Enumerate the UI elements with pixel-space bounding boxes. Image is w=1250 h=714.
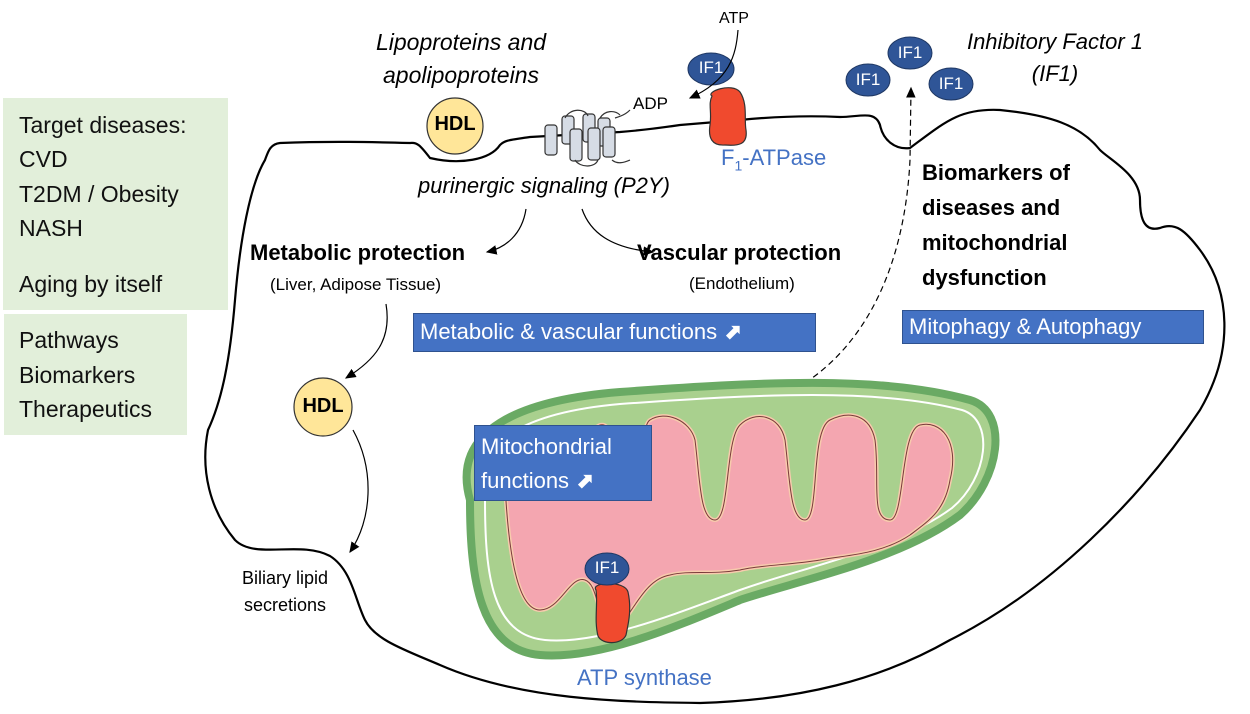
metabolic-vascular-functions-box: Metabolic & vascular functions ⬈ xyxy=(413,313,816,352)
disease-t2dm-obesity: T2DM / Obesity xyxy=(19,181,179,207)
lipoproteins-line1: Lipoproteins and xyxy=(375,29,547,55)
biliary-label: Biliary lipid secretions xyxy=(220,565,350,619)
f1-atpase-icon xyxy=(708,87,747,146)
if1-free-1-label: IF1 xyxy=(855,70,881,89)
topic-pathways: Pathways xyxy=(19,327,119,353)
lipoproteins-label: Lipoproteins and apolipoproteins xyxy=(356,26,566,92)
biomarkers-line1: Biomarkers of xyxy=(922,160,1070,185)
biomarkers-line4: dysfunction xyxy=(922,265,1047,290)
inhibitory-line2: (IF1) xyxy=(1031,61,1079,86)
if1-free-3-label: IF1 xyxy=(938,74,964,93)
topics-box: Pathways Biomarkers Therapeutics xyxy=(4,314,187,435)
p2y-receptor-icon xyxy=(544,109,631,167)
if1-free-1-icon xyxy=(845,63,891,97)
biomarkers-label: Biomarkers of diseases and mitochondrial… xyxy=(922,155,1070,295)
if1-free-2-icon xyxy=(887,36,933,70)
arrow-to-vascular xyxy=(581,208,655,256)
topic-biomarkers: Biomarkers xyxy=(19,362,136,388)
disease-cvd: CVD xyxy=(19,146,68,172)
mitochondrial-functions-box: Mitochondrial functions ⬈ xyxy=(474,425,652,501)
hdl-inner-label: HDL xyxy=(302,395,344,417)
increase-arrow-icon: ⬈ xyxy=(723,319,742,344)
mitochondrion-icon xyxy=(462,378,1000,660)
vascular-protection-label: Vascular protection xyxy=(637,240,842,265)
metabolic-vascular-functions-label: Metabolic & vascular functions xyxy=(420,319,718,344)
purinergic-label: purinergic signaling (P2Y) xyxy=(418,173,670,198)
f1-atpase-rest: -ATPase xyxy=(742,145,827,170)
inhibitory-line1: Inhibitory Factor 1 xyxy=(966,29,1144,54)
f1-atpase-main: F xyxy=(721,145,735,170)
adp-label: ADP xyxy=(633,94,668,113)
atp-synthase-label: ATP synthase xyxy=(577,665,712,690)
arrow-to-biliary xyxy=(349,429,369,553)
biomarkers-line2: diseases and xyxy=(922,195,1061,220)
if1-membrane-label: IF1 xyxy=(698,58,724,77)
hdl-particle-inner xyxy=(293,377,353,437)
atp-adp-arrow xyxy=(688,29,739,99)
biliary-line2: secretions xyxy=(243,595,327,615)
metabolic-protection-label: Metabolic protection xyxy=(250,240,466,265)
inhibitory-factor-label: Inhibitory Factor 1 (IF1) xyxy=(940,26,1170,90)
mito-functions-line1: Mitochondrial xyxy=(481,434,612,459)
topic-therapeutics: Therapeutics xyxy=(19,396,152,422)
f1-atpase-label: F1-ATPase xyxy=(721,145,826,173)
if1-free-3-icon xyxy=(928,67,974,101)
target-diseases-heading: Target diseases: xyxy=(19,112,187,138)
lipoproteins-line2: apolipoproteins xyxy=(382,62,539,88)
disease-nash: NASH xyxy=(19,215,83,241)
mito-functions-line2: functions xyxy=(481,468,570,493)
mito-increase-arrow-icon: ⬈ xyxy=(575,468,594,493)
mitophagy-autophagy-box: Mitophagy & Autophagy xyxy=(902,310,1204,344)
if1-release-dashed-arrow xyxy=(804,86,916,384)
aging-by-itself: Aging by itself xyxy=(19,271,163,297)
metabolic-protection-sub: (Liver, Adipose Tissue) xyxy=(270,275,442,294)
vascular-protection-sub: (Endothelium) xyxy=(689,274,795,293)
f1-atpase-sub: 1 xyxy=(734,157,743,174)
if1-mito-label: IF1 xyxy=(594,558,620,577)
hdl-membrane-label: HDL xyxy=(434,113,476,135)
target-diseases-box: Target diseases: CVD T2DM / Obesity NASH… xyxy=(3,98,228,310)
arrow-to-hdl xyxy=(344,303,388,379)
hdl-particle-membrane xyxy=(426,97,484,155)
biomarkers-line3: mitochondrial xyxy=(922,230,1068,255)
atp-label: ATP xyxy=(719,10,749,27)
if1-free-2-label: IF1 xyxy=(897,43,923,62)
cell-membrane xyxy=(204,108,1226,705)
arrow-to-metabolic xyxy=(485,208,527,255)
biliary-line1: Biliary lipid xyxy=(241,568,329,588)
